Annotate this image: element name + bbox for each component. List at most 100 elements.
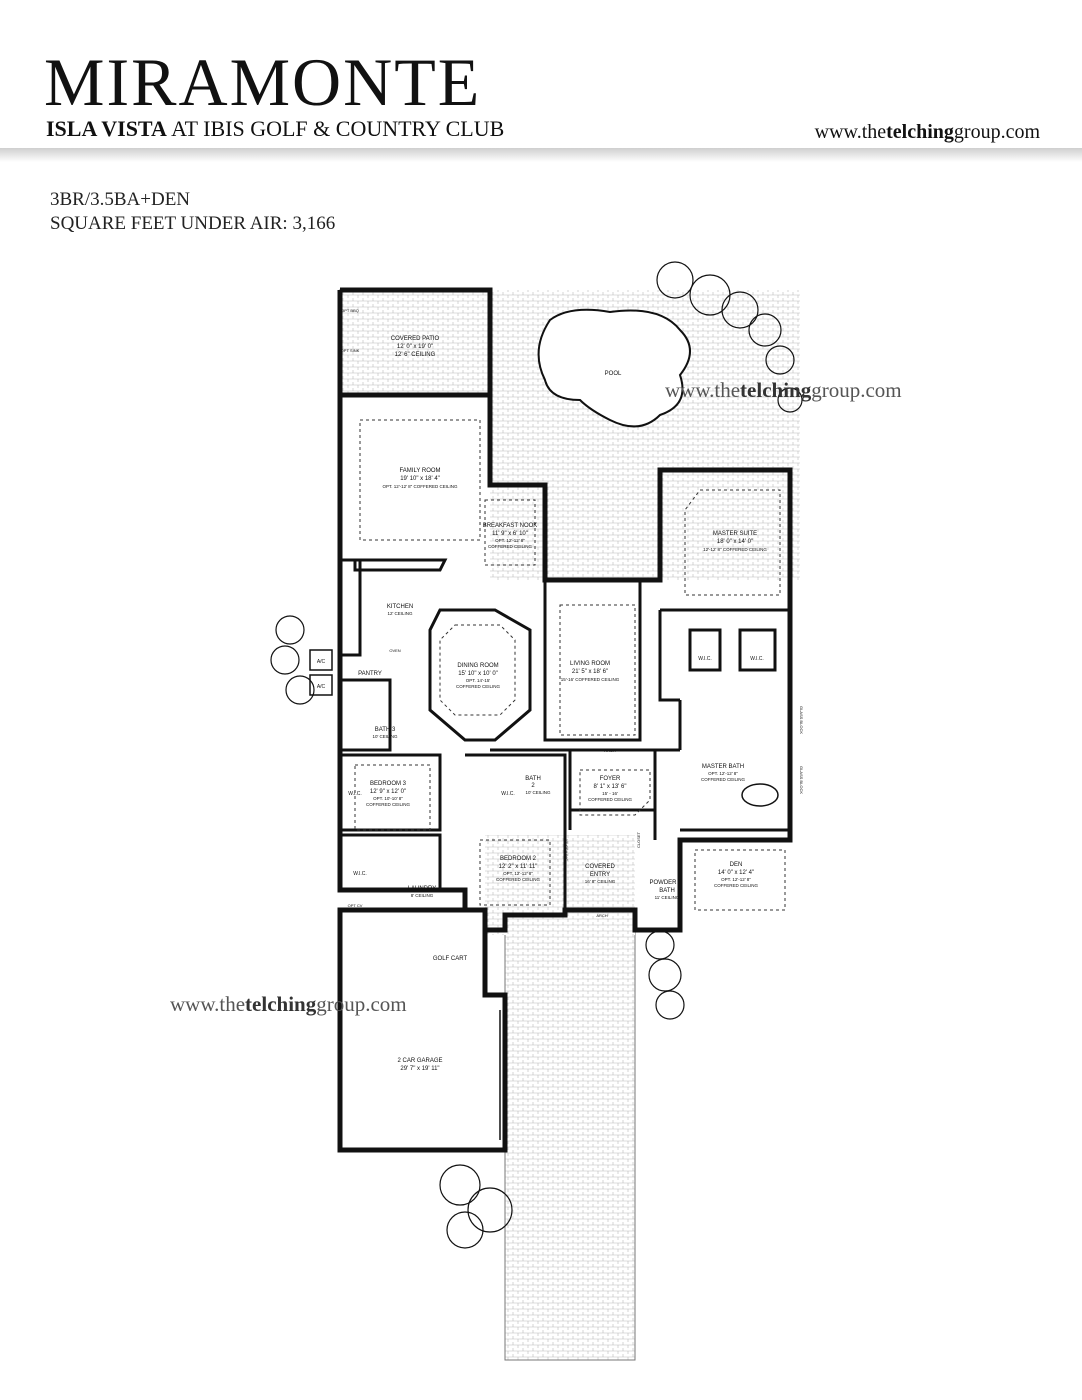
ac-label-1: A/C bbox=[317, 659, 326, 665]
bedroom2-note: OPT. 12'-12' 8" bbox=[503, 871, 533, 876]
bath2-label: BATH bbox=[525, 776, 541, 782]
wm-bottom-bold: telching bbox=[245, 992, 317, 1016]
wm-top-post: group.com bbox=[811, 378, 902, 402]
bedroom3-note: OPT. 10'-10' 8" bbox=[373, 796, 403, 801]
dining-room-note: OPT. 14'-15' bbox=[466, 678, 491, 683]
driveway bbox=[504, 929, 636, 1361]
website-link[interactable]: www.thetelchinggroup.com bbox=[815, 122, 1040, 142]
den-dim: 14' 0" x 12' 4" bbox=[718, 870, 754, 876]
garage-walls bbox=[337, 907, 508, 1153]
bedroom2-label: BEDROOM 2 bbox=[500, 856, 537, 862]
laundry-label: LAUNDRY bbox=[408, 886, 437, 892]
family-room-label: FAMILY ROOM bbox=[399, 468, 440, 474]
foyer-dim: 8' 1" x 13' 6" bbox=[594, 784, 627, 790]
wm-top-bold: telching bbox=[740, 378, 812, 402]
wm-bottom-post: group.com bbox=[316, 992, 407, 1016]
opt-sink-label: OPT SINK bbox=[341, 348, 360, 353]
ac-units bbox=[309, 649, 333, 696]
dining-room-note2: COFFERED CEILING bbox=[456, 684, 501, 689]
glass-block-label-2: GLASS BLOCK bbox=[799, 766, 804, 794]
garage-dim: 29' 7" x 19' 11" bbox=[400, 1066, 439, 1072]
breakfast-nook-note: OPT. 12'-12' 8" bbox=[495, 538, 525, 543]
square-feet: SQUARE FEET UNDER AIR: 3,166 bbox=[50, 213, 336, 234]
glass-block-label-1: GLASS BLOCK bbox=[799, 706, 804, 734]
wm-top-pre: www.the bbox=[665, 378, 741, 402]
master-suite-dim: 18' 0" x 14' 0" bbox=[717, 539, 753, 545]
covered-patio-dim: 12' 0" x 19' 0" bbox=[397, 344, 433, 350]
site-brand: telching bbox=[886, 121, 954, 143]
den-note2: COFFERED CEILING bbox=[714, 883, 759, 888]
oven-label: OVEN bbox=[389, 648, 400, 653]
dining-room-label: DINING ROOM bbox=[457, 663, 498, 669]
kitchen-label: KITCHEN bbox=[387, 604, 413, 610]
master-bath-label: MASTER BATH bbox=[702, 764, 744, 770]
living-room-dim: 21' 5" x 18' 6" bbox=[572, 669, 608, 675]
garage-label: 2 CAR GARAGE bbox=[397, 1058, 442, 1064]
living-room-label: LIVING ROOM bbox=[570, 661, 610, 667]
covered-entry-note: 16' 8" CEILING bbox=[585, 879, 616, 884]
foyer-note: 15' - 16' bbox=[602, 791, 618, 796]
breakfast-nook-label: BREAKFAST NOOK bbox=[483, 523, 538, 529]
pool-outline bbox=[537, 308, 691, 428]
wic-label-bed3: W.I.C. bbox=[348, 791, 362, 797]
closet-label: CLOSET bbox=[636, 831, 641, 848]
covered-entry-label: COVERED bbox=[585, 864, 615, 870]
arch-label-entry: ARCH bbox=[596, 913, 607, 918]
bedroom3-label: BEDROOM 3 bbox=[370, 781, 407, 787]
watermark-top: www.thetelchinggroup.com bbox=[665, 380, 902, 401]
bath3-note: 10' CEILING bbox=[372, 734, 398, 739]
bed-bath-count: 3BR/3.5BA+DEN bbox=[50, 189, 191, 210]
wic-label-hall: W.I.C. bbox=[353, 871, 367, 877]
foyer-note2: COFFERED CEILING bbox=[588, 797, 633, 802]
property-subtitle: ISLA VISTA AT IBIS GOLF & COUNTRY CLUB bbox=[46, 118, 504, 140]
patio-paving bbox=[339, 289, 491, 396]
master-suite-note: 12'-12' 8" COFFERED CEILING bbox=[703, 547, 767, 552]
landscaping bbox=[270, 261, 803, 1249]
subtitle-location: AT IBIS GOLF & COUNTRY CLUB bbox=[166, 116, 505, 141]
specs-block: 3BR/3.5BA+DEN SQUARE FEET UNDER AIR: 3,1… bbox=[50, 188, 335, 236]
opt-cv-label: OPT CV bbox=[348, 903, 363, 908]
arch-label-foyer: ARCH bbox=[604, 748, 615, 753]
bedroom3-dim: 12' 9" x 12' 0" bbox=[370, 789, 406, 795]
opt-bbq-label: OPT BBQ bbox=[341, 308, 359, 313]
master-bath-note2: COFFERED CEILING bbox=[701, 777, 746, 782]
dining-room-dim: 15' 10" x 10' 0" bbox=[458, 671, 498, 677]
wm-bottom-pre: www.the bbox=[170, 992, 246, 1016]
ceiling-outlines bbox=[354, 419, 786, 911]
family-room-dim: 19' 10" x 18' 4" bbox=[400, 476, 440, 482]
property-title: MIRAMONTE bbox=[44, 44, 482, 120]
kitchen-note: 12' CEILING bbox=[387, 611, 413, 616]
site-suffix: group.com bbox=[953, 121, 1040, 143]
bedroom3-note2: COFFERED CEILING bbox=[366, 802, 411, 807]
laundry-note: 8' CEILING bbox=[411, 893, 434, 898]
pantry-label: PANTRY bbox=[358, 671, 382, 677]
header-divider bbox=[0, 148, 1082, 162]
page-header: MIRAMONTE ISLA VISTA AT IBIS GOLF & COUN… bbox=[0, 0, 1082, 162]
bedroom2-dim: 12' 2" x 11' 11" bbox=[499, 864, 538, 870]
garage-doors bbox=[380, 1010, 501, 1152]
bath2-note: 10' CEILING bbox=[525, 790, 551, 795]
foyer-label: FOYER bbox=[600, 776, 621, 782]
ceiling-12-label: 12' CEILING bbox=[564, 839, 569, 861]
powder-bath-label: POWDER bbox=[650, 880, 678, 886]
master-suite-label: MASTER SUITE bbox=[713, 531, 757, 537]
walkway bbox=[485, 835, 635, 935]
breakfast-nook-note2: COFFERED CEILING bbox=[488, 544, 533, 549]
wic-label-master1: W.I.C. bbox=[698, 656, 712, 662]
powder-bath-label2: BATH bbox=[659, 888, 675, 894]
covered-patio-note: 12' 6" CEILING bbox=[395, 352, 436, 358]
site-prefix: www.the bbox=[814, 121, 887, 143]
master-tub bbox=[741, 783, 779, 807]
master-bath-note: OPT. 12'-12' 8" bbox=[708, 771, 738, 776]
covered-patio-label: COVERED PATIO bbox=[391, 336, 440, 342]
den-label: DEN bbox=[730, 862, 743, 868]
family-room-note: OPT. 12'-12' 8" COFFERED CEILING bbox=[382, 484, 458, 489]
bath3-label: BATH 3 bbox=[375, 727, 396, 733]
wic-label-master2: W.I.C. bbox=[750, 656, 764, 662]
powder-bath-note: 11' CEILING bbox=[655, 895, 680, 900]
floor-plan: COVERED PATIO 12' 0" x 19' 0" 12' 6" CEI… bbox=[270, 261, 804, 1361]
golf-cart-label: GOLF CART bbox=[433, 956, 468, 962]
bedroom2-note2: COFFERED CEILING bbox=[496, 877, 541, 882]
pool-label: POOL bbox=[605, 371, 622, 377]
living-room-note: 15'-16' COFFERED CEILING bbox=[561, 677, 620, 682]
